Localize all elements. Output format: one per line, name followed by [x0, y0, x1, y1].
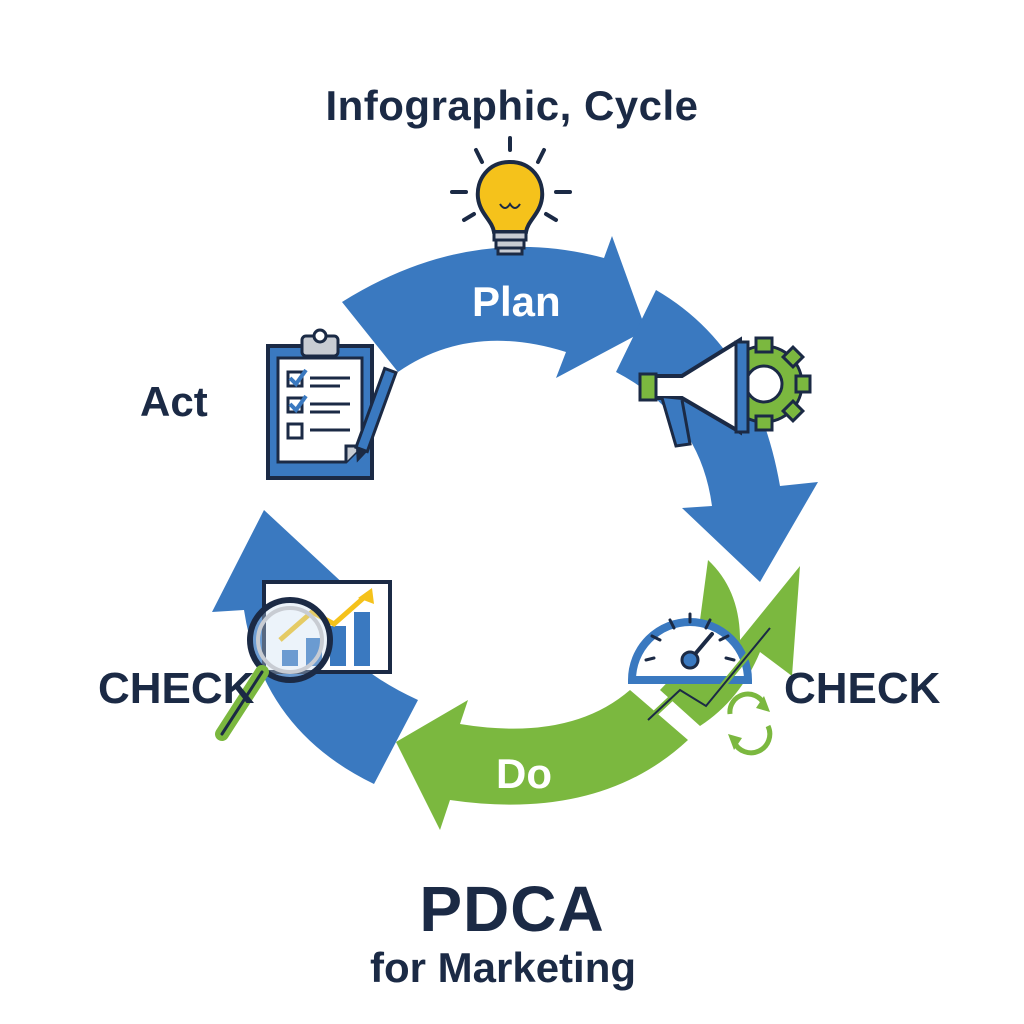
- footer-main-title: PDCA: [419, 873, 605, 945]
- lightbulb-icon: [450, 136, 572, 256]
- clipboard-checklist-icon: [266, 328, 398, 480]
- diagram-title: Infographic, Cycle: [325, 82, 699, 129]
- stage-label-act: Act: [140, 378, 208, 425]
- stage-label-check-right: CHECK: [784, 664, 941, 713]
- plan-arrow: [342, 236, 646, 378]
- stage-label-do: Do: [496, 750, 552, 797]
- footer-subtitle: for Marketing: [370, 944, 637, 991]
- speedometer-icon: [627, 612, 773, 756]
- stage-label-plan: Plan: [472, 278, 561, 325]
- megaphone-gear-icon: [638, 336, 812, 448]
- stage-label-check-left: CHECK: [98, 664, 255, 713]
- right-arrow: [616, 290, 818, 582]
- do-arrow: [396, 690, 688, 830]
- chart-magnifier-icon: [215, 580, 392, 741]
